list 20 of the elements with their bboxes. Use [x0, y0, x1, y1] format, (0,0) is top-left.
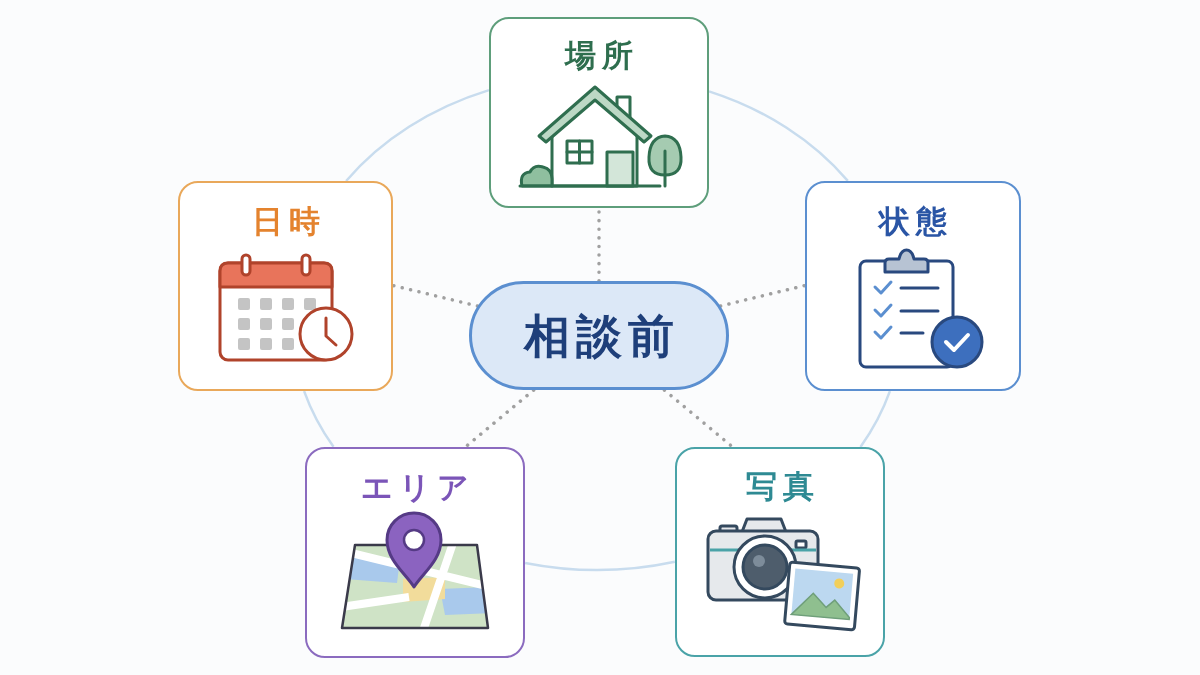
topic-card [805, 181, 1021, 391]
ring-arc [859, 390, 892, 448]
ring-arc [302, 390, 335, 448]
topic-card [675, 447, 885, 657]
dotted-connector [662, 388, 735, 449]
dotted-connector [463, 388, 536, 449]
topic-card [305, 447, 525, 658]
center-pill: 相談前 [469, 281, 729, 390]
ring-arc [345, 88, 490, 182]
card-heading: 場所 [563, 37, 639, 72]
dotted-connector [391, 283, 480, 308]
topic-card [489, 17, 709, 208]
card-heading: 日時 [250, 203, 326, 238]
ring-arc [708, 90, 849, 182]
topic-card [178, 181, 393, 391]
card-heading: 状態 [876, 203, 953, 238]
ring-arc [524, 560, 676, 572]
card-heading: エリア [360, 469, 475, 504]
dotted-connector [718, 283, 807, 308]
card-heading: 写真 [745, 468, 820, 503]
